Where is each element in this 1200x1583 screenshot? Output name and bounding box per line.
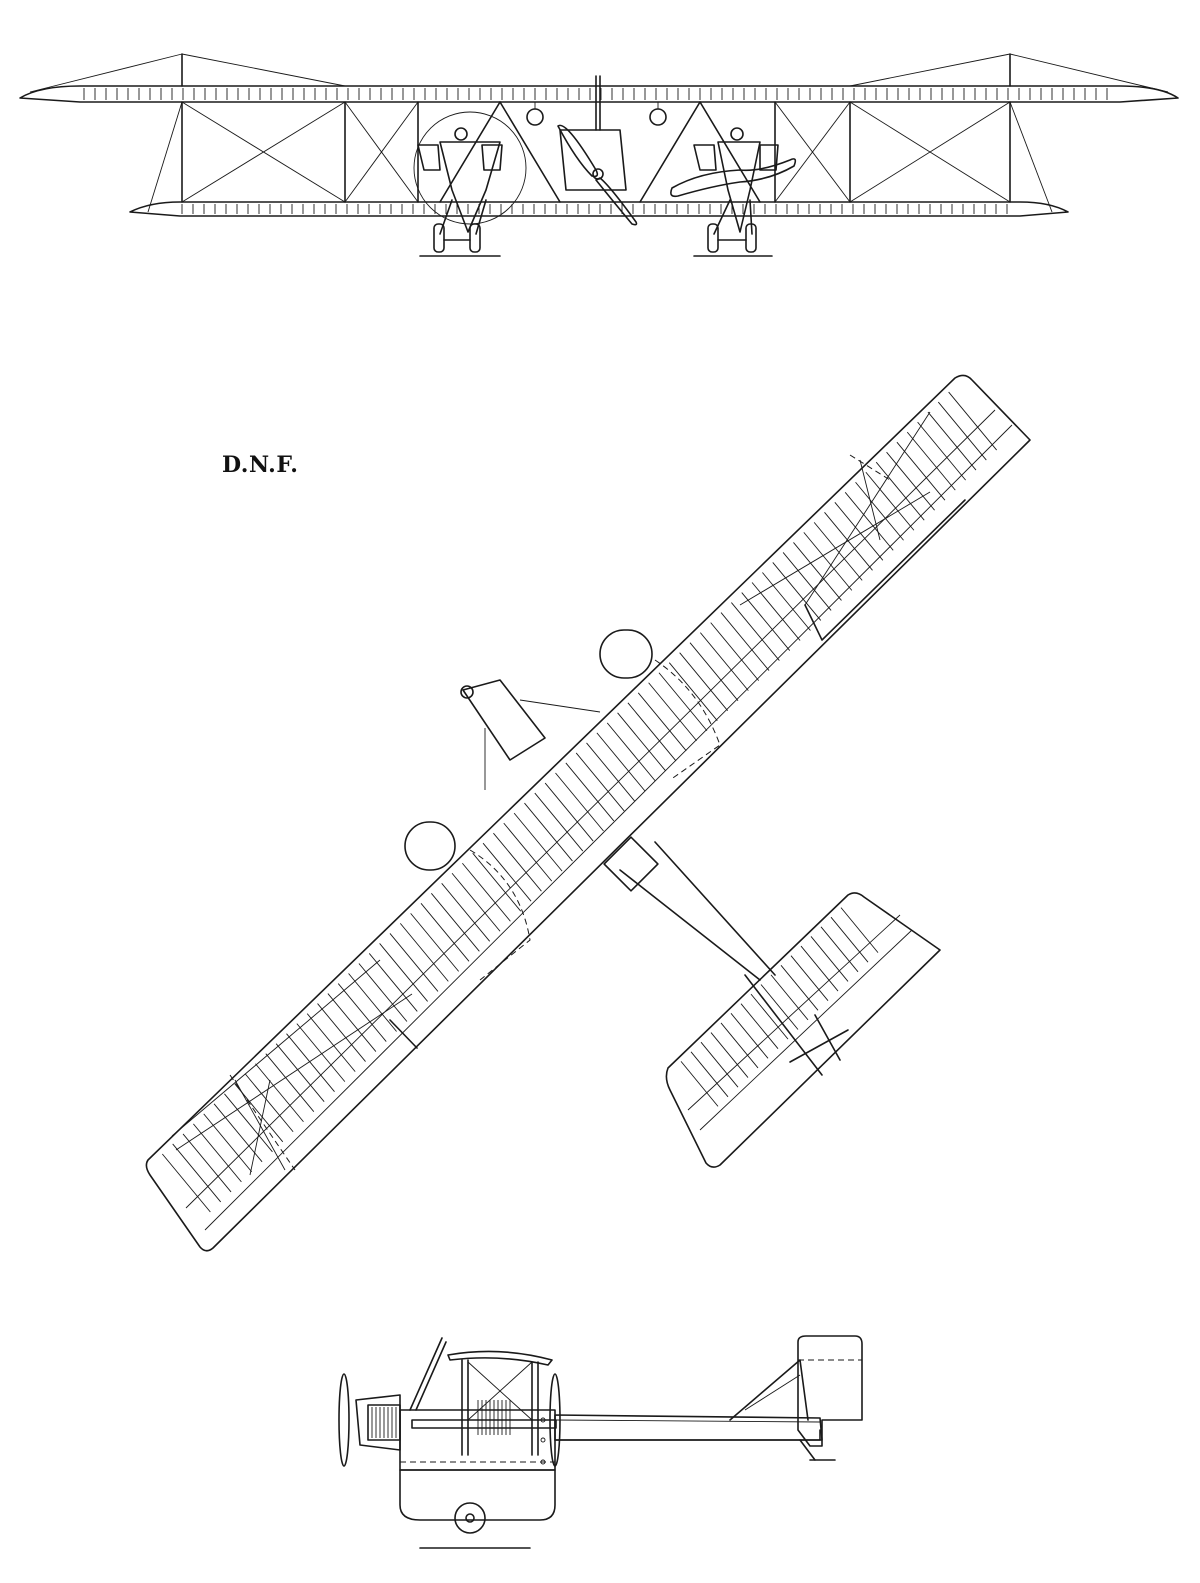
biplane-front-view-icon: [19, 53, 1179, 257]
front-view: [19, 53, 1179, 257]
aircraft-title: D.N.F.: [222, 452, 299, 478]
biplane-top-view-icon: [145, 374, 1031, 1252]
biplane-side-view-icon: [338, 1335, 863, 1549]
plan-view: [145, 374, 1031, 1252]
